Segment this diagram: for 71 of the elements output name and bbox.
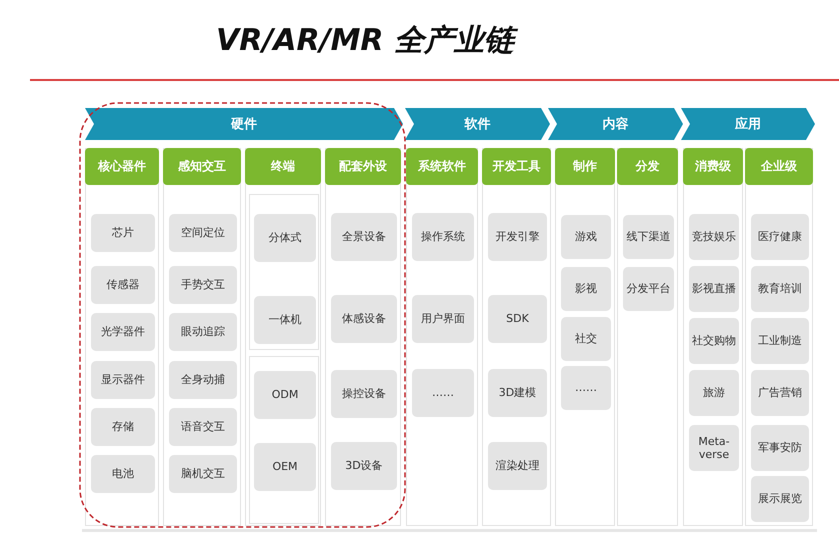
column-header: 制作 [555,148,615,185]
item-box: 工业制造 [751,318,809,364]
item-box: 开发引擎 [488,213,547,261]
title: VR/AR/MR 全产业链 [0,20,730,61]
item-box: 存储 [91,408,155,446]
item-box: OEM [254,443,316,491]
item-box: 一体机 [254,296,316,344]
category-column [325,148,401,526]
item-box: 体感设备 [331,295,397,343]
item-box: 广告营销 [751,370,809,416]
category-column [85,148,159,526]
item-box: Meta-verse [689,425,739,471]
category-column [555,148,615,526]
column-header: 企业级 [745,148,813,185]
item-box: 3D建模 [488,369,547,417]
column-header: 系统软件 [406,148,478,185]
item-box: …… [561,366,611,410]
item-box: 社交 [561,317,611,361]
item-box: 显示器件 [91,361,155,399]
column-header: 开发工具 [482,148,551,185]
item-box: …… [412,369,474,417]
item-box: 游戏 [561,215,611,259]
item-box: 渲染处理 [488,442,547,490]
item-box: 分体式 [254,214,316,262]
item-box: 分发平台 [623,267,674,311]
column-header: 感知交互 [163,148,241,185]
category-column [683,148,743,526]
category-column [617,148,678,526]
item-box: 电池 [91,455,155,493]
category-column [482,148,551,526]
item-box: 眼动追踪 [169,313,237,351]
item-box: 空间定位 [169,214,237,252]
column-header: 终端 [245,148,321,185]
category-column [406,148,478,526]
column-header: 消费级 [683,148,743,185]
chevron-band: 应用 [681,108,815,140]
group-panel [249,194,319,350]
item-box: 光学器件 [91,313,155,351]
item-box: 操控设备 [331,370,397,418]
item-box: 全景设备 [331,213,397,261]
category-column [745,148,813,526]
item-box: 芯片 [91,214,155,252]
item-box: 军事安防 [751,425,809,471]
item-box: SDK [488,295,547,343]
item-box: 旅游 [689,370,739,416]
item-box: 用户界面 [412,295,474,343]
chevron-band: 硬件 [85,108,403,140]
column-header: 分发 [617,148,678,185]
item-box: 手势交互 [169,266,237,304]
item-box: 竞技娱乐 [689,214,739,260]
category-column [163,148,241,526]
item-box: 医疗健康 [751,214,809,260]
item-box: 3D设备 [331,442,397,490]
group-panel [249,356,319,524]
column-header: 核心器件 [85,148,159,185]
item-box: 脑机交互 [169,455,237,493]
item-box: 语音交互 [169,408,237,446]
item-box: 传感器 [91,266,155,304]
item-box: 展示展览 [751,476,809,522]
item-box: ODM [254,371,316,419]
item-box: 影视 [561,267,611,311]
column-header: 配套外设 [325,148,401,185]
item-box: 线下渠道 [623,215,674,259]
item-box: 全身动捕 [169,361,237,399]
chevron-band: 软件 [405,108,550,140]
category-column [245,148,321,526]
chevron-band: 内容 [548,108,683,140]
item-box: 教育培训 [751,266,809,312]
item-box: 社交购物 [689,318,739,364]
item-box: 操作系统 [412,213,474,261]
item-box: 影视直播 [689,266,739,312]
